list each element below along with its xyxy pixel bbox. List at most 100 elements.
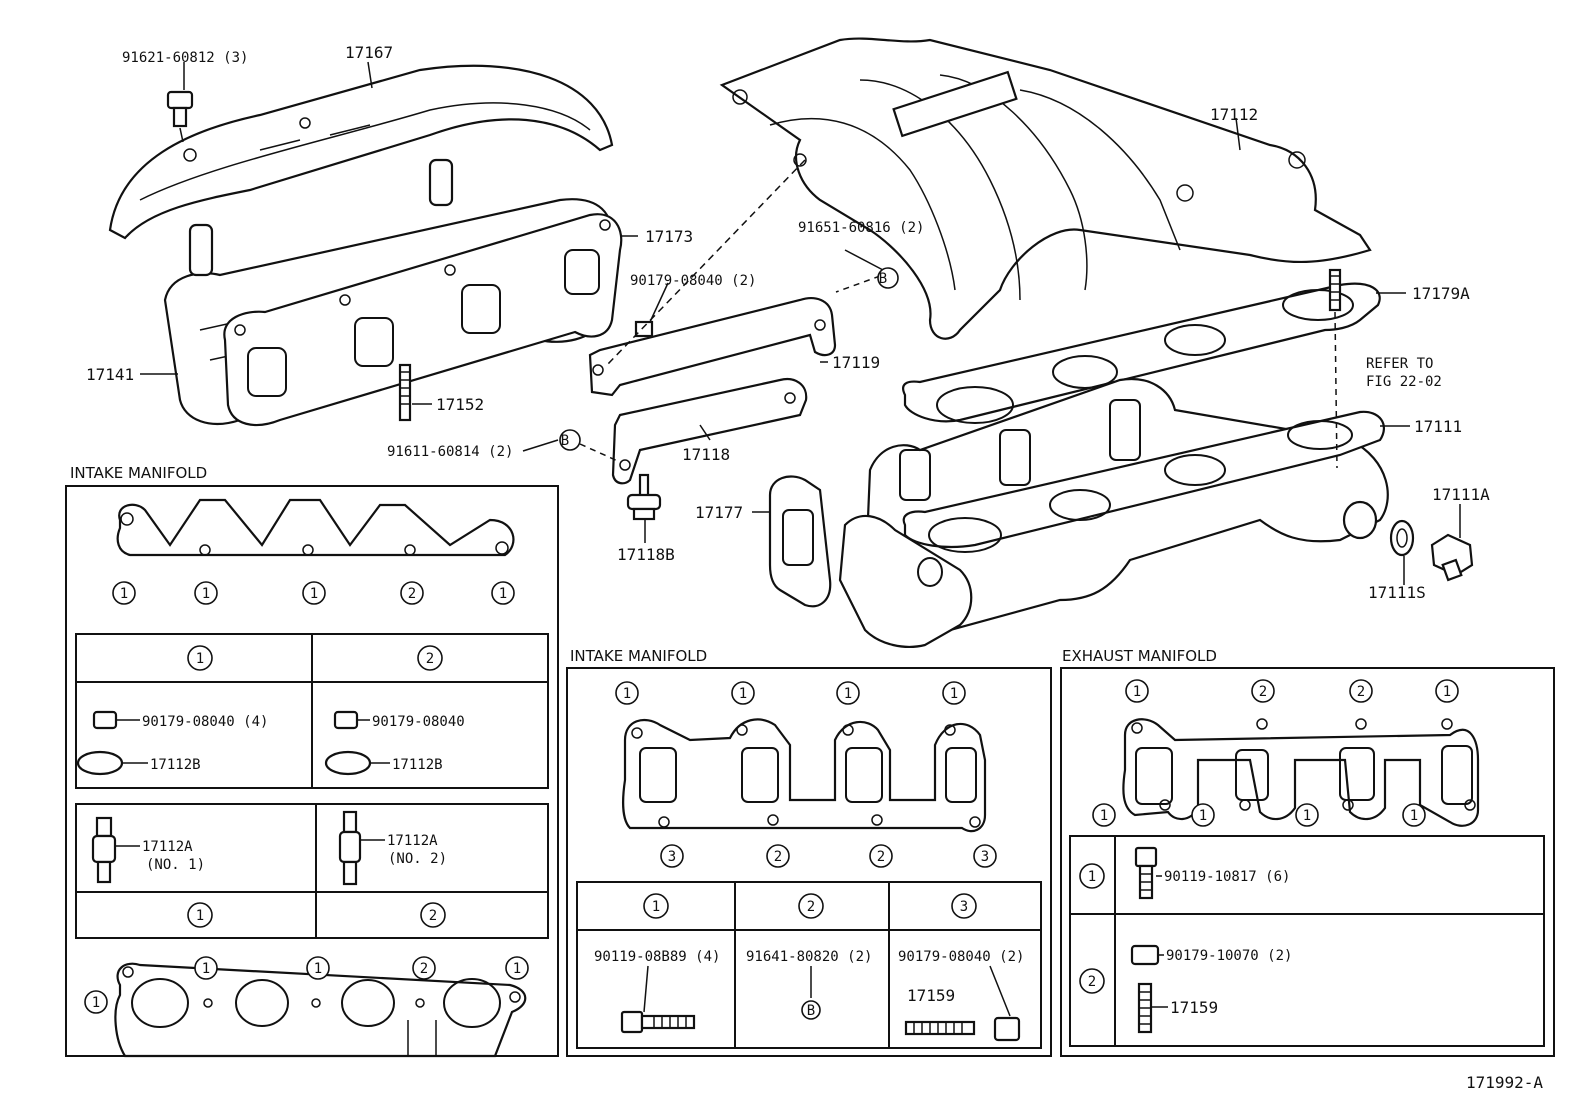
intake-left-top-markers: 1 1 1 2 1 <box>112 581 515 605</box>
intake-left-bottom-col1: 1 <box>196 908 204 924</box>
intake-left-bottom-col2: 2 <box>429 908 437 924</box>
svg-text:2: 2 <box>877 849 885 865</box>
label-refer-to: REFER TO <box>1366 356 1433 372</box>
svg-text:2: 2 <box>807 899 815 915</box>
intake-left-col2-washer: 17112B <box>392 757 443 773</box>
svg-text:2: 2 <box>774 849 782 865</box>
svg-text:1: 1 <box>202 961 210 977</box>
svg-text:1: 1 <box>1199 808 1207 824</box>
intake-mid-col2-mark: B <box>807 1003 815 1019</box>
stay-17118-drawing <box>611 377 808 485</box>
label-17118: 17118 <box>682 445 730 464</box>
intake-left-panel: INTAKE MANIFOLD 1 1 1 2 1 1 2 <box>65 464 559 1058</box>
intake-left-col1-header: 1 <box>196 651 204 667</box>
svg-text:1: 1 <box>1133 684 1141 700</box>
insulator-17118B-drawing <box>626 473 662 521</box>
exhaust-row1-marker: 1 <box>1088 869 1096 885</box>
label-17111S: 17111S <box>1368 583 1426 602</box>
label-17111: 17111 <box>1414 417 1462 436</box>
gasket-17173-drawing <box>223 213 623 427</box>
intake-left-bottom-markers: 1 1 1 2 1 <box>84 956 529 1014</box>
intake-left-col1-washer: 17112B <box>150 757 201 773</box>
plug-17111A-drawing <box>1430 533 1474 582</box>
callout-b-2: B <box>561 433 569 449</box>
intake-manifold-17112-drawing <box>719 37 1372 340</box>
intake-left-col2-stud-note: (NO. 2) <box>388 851 447 867</box>
svg-text:3: 3 <box>981 849 989 865</box>
svg-text:1: 1 <box>739 686 747 702</box>
label-91611-60814: 91611-60814 (2) <box>387 444 513 460</box>
svg-text:1: 1 <box>623 686 631 702</box>
intake-mid-bottom-markers: 3 2 2 3 <box>660 844 997 868</box>
svg-text:1: 1 <box>1443 684 1451 700</box>
exhaust-panel: EXHAUST MANIFOLD 1 2 2 1 <box>1060 647 1555 1057</box>
svg-text:1: 1 <box>1303 808 1311 824</box>
gasket-17111S-drawing <box>1389 519 1415 557</box>
label-fig-22-02: FIG 22-02 <box>1366 374 1442 390</box>
label-17179A: 17179A <box>1412 284 1470 303</box>
intake-left-col2-nut: 90179-08040 <box>372 714 465 730</box>
label-17141: 17141 <box>86 365 134 384</box>
exhaust-row2-marker: 2 <box>1088 974 1096 990</box>
svg-text:2: 2 <box>1259 684 1267 700</box>
stud-17152-drawing <box>398 363 412 422</box>
svg-text:1: 1 <box>513 961 521 977</box>
label-17119: 17119 <box>832 353 880 372</box>
svg-text:1: 1 <box>310 586 318 602</box>
stay-17119-drawing <box>588 297 837 397</box>
label-17118B: 17118B <box>617 545 675 564</box>
svg-text:1: 1 <box>499 586 507 602</box>
label-17112: 17112 <box>1210 105 1258 124</box>
svg-text:1: 1 <box>1100 808 1108 824</box>
label-91621-60812: 91621-60812 (3) <box>122 50 248 66</box>
label-91651-60816: 91651-60816 (2) <box>798 220 924 236</box>
leader-lines <box>140 61 1461 585</box>
label-17177: 17177 <box>695 503 743 522</box>
intake-left-col1-stud-note: (NO. 1) <box>146 857 205 873</box>
bolt-91621-drawing <box>166 90 194 143</box>
callout-b-1: B <box>879 271 887 287</box>
stud-refer-drawing <box>1328 268 1342 469</box>
svg-text:1: 1 <box>844 686 852 702</box>
svg-text:1: 1 <box>92 995 100 1011</box>
intake-mid-col1-bolt: 90119-08B89 (4) <box>594 949 720 965</box>
exhaust-row2-nut: 90179-10070 (2) <box>1166 948 1292 964</box>
nut-90179-small-drawing <box>634 320 654 338</box>
heat-insulator-drawing <box>108 64 614 240</box>
svg-text:1: 1 <box>202 586 210 602</box>
gasket-17179A-drawing <box>902 282 1381 424</box>
svg-text:1: 1 <box>950 686 958 702</box>
label-17167: 17167 <box>345 43 393 62</box>
gasket-17177-drawing <box>768 475 832 608</box>
intake-mid-title: INTAKE MANIFOLD <box>570 647 707 665</box>
intake-mid-col2-bolt: 91641-80820 (2) <box>746 949 872 965</box>
svg-text:3: 3 <box>960 899 968 915</box>
svg-text:1: 1 <box>1410 808 1418 824</box>
label-17173: 17173 <box>645 227 693 246</box>
exhaust-panel-title: EXHAUST MANIFOLD <box>1062 647 1217 665</box>
intake-mid-col3-stud: 17159 <box>907 986 955 1005</box>
intake-mid-top-markers: 1 1 1 1 <box>615 681 966 705</box>
label-17111A: 17111A <box>1432 485 1490 504</box>
svg-text:1: 1 <box>652 899 660 915</box>
exhaust-bottom-markers: 1 1 1 1 <box>1092 803 1426 827</box>
svg-text:2: 2 <box>1357 684 1365 700</box>
svg-text:2: 2 <box>420 961 428 977</box>
outlet-pipe-drawing <box>838 514 973 648</box>
intake-left-col1-nut: 90179-08040 (4) <box>142 714 268 730</box>
intake-mid-col3-nut: 90179-08040 (2) <box>898 949 1024 965</box>
svg-text:2: 2 <box>408 586 416 602</box>
label-90179-08040-2: 90179-08040 (2) <box>630 273 756 289</box>
exhaust-row2-stud: 17159 <box>1170 998 1218 1017</box>
drawing-number: 171992-A <box>1466 1073 1543 1092</box>
svg-text:1: 1 <box>120 586 128 602</box>
intake-left-col2-header: 2 <box>426 651 434 667</box>
label-17152: 17152 <box>436 395 484 414</box>
svg-text:1: 1 <box>314 961 322 977</box>
intake-left-col2-stud: 17112A <box>387 833 438 849</box>
svg-text:3: 3 <box>668 849 676 865</box>
intake-left-col1-stud: 17112A <box>142 839 193 855</box>
intake-left-title: INTAKE MANIFOLD <box>70 464 207 482</box>
exhaust-top-markers: 1 2 2 1 <box>1125 679 1459 703</box>
